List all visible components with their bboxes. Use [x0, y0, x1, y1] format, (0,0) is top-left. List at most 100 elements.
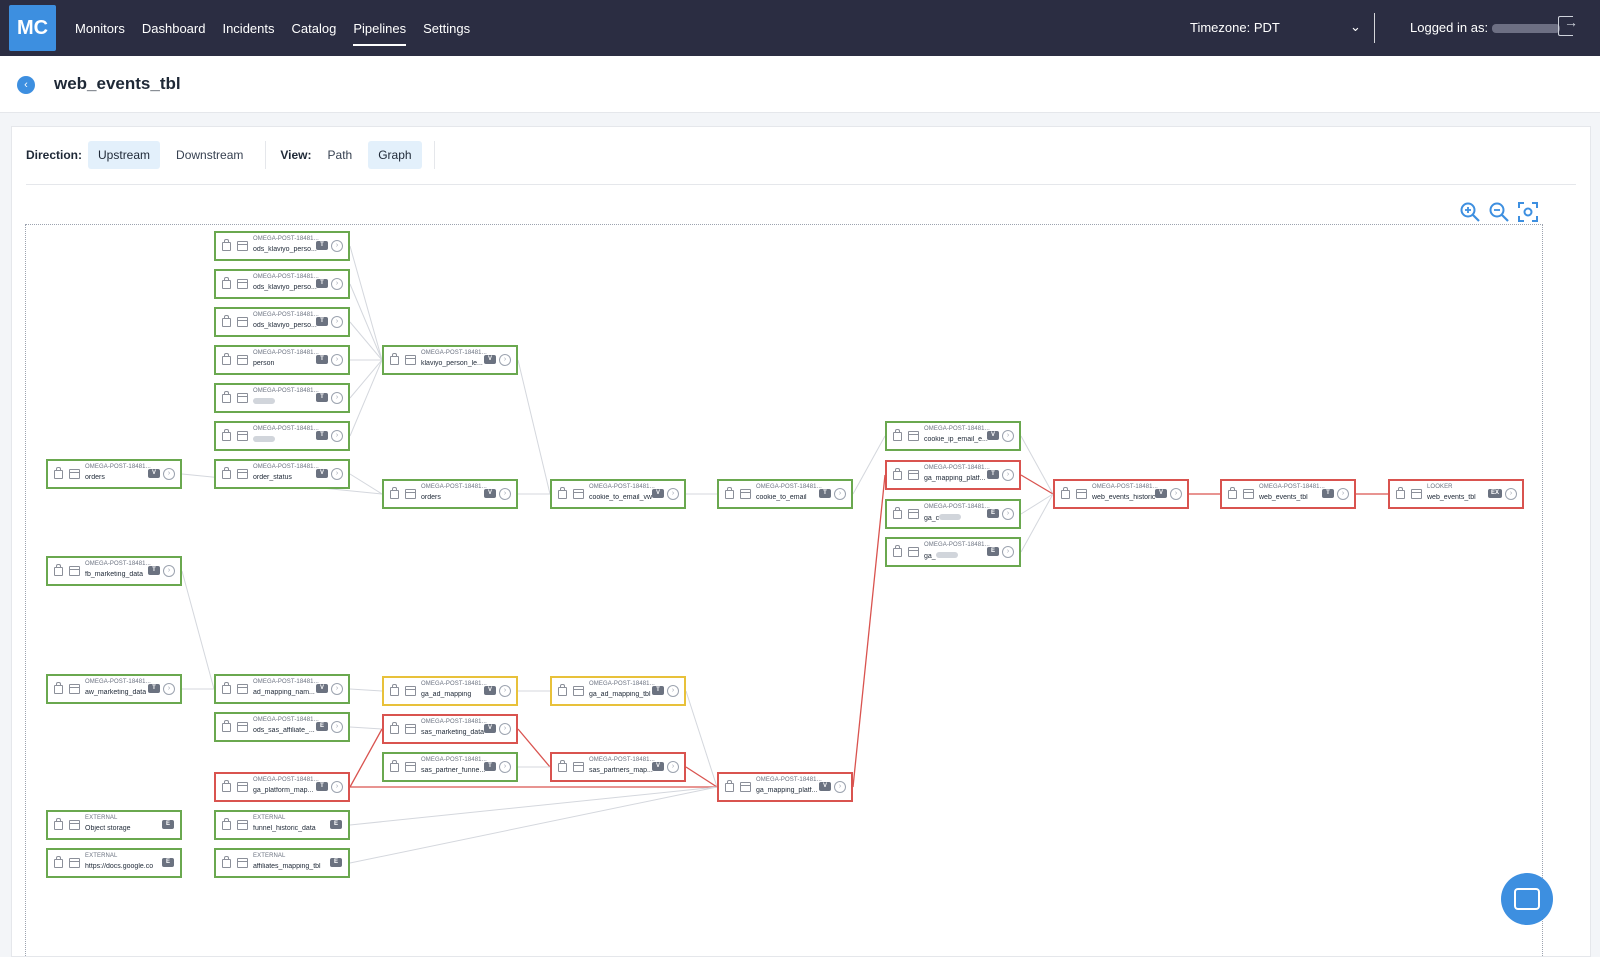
node-name: cookie_ip_email_e...	[924, 436, 988, 443]
nav-incidents[interactable]: Incidents	[222, 20, 275, 36]
expand-arrow-icon[interactable]: ›	[1002, 430, 1014, 442]
expand-arrow-icon[interactable]: ›	[1002, 469, 1014, 481]
main-nav: Monitors Dashboard Incidents Catalog Pip…	[75, 0, 487, 56]
expand-arrow-icon[interactable]: ›	[1337, 488, 1349, 500]
expand-arrow-icon[interactable]: ›	[667, 488, 679, 500]
lineage-node[interactable]: OMEGA-POST-18481...ods_klaviyo_perso...T…	[214, 269, 350, 299]
lineage-node[interactable]: OMEGA-POST-18481...ga_E›	[885, 537, 1021, 567]
nav-dashboard[interactable]: Dashboard	[141, 20, 206, 36]
expand-arrow-icon[interactable]: ›	[1002, 508, 1014, 520]
nav-monitors[interactable]: Monitors	[75, 20, 125, 36]
lineage-node[interactable]: OMEGA-POST-18481...ods_klaviyo_perso...T…	[214, 231, 350, 261]
expand-arrow-icon[interactable]: ›	[331, 354, 343, 366]
expand-arrow-icon[interactable]: ›	[499, 685, 511, 697]
lineage-edge-n20-n22	[181, 570, 215, 690]
expand-arrow-icon[interactable]: ›	[834, 488, 846, 500]
expand-arrow-icon[interactable]: ›	[1505, 488, 1517, 500]
lineage-node[interactable]: OMEGA-POST-18481...ga_mapping_platf...V›	[717, 772, 853, 802]
graph-view-button[interactable]: Graph	[368, 141, 422, 169]
expand-arrow-icon[interactable]: ›	[331, 240, 343, 252]
node-database: OMEGA-POST-18481...	[253, 312, 319, 318]
expand-arrow-icon[interactable]: ›	[499, 354, 511, 366]
lineage-node[interactable]: OMEGA-POST-18481...ods_klaviyo_perso...T…	[214, 307, 350, 337]
app-logo[interactable]: MC	[9, 5, 56, 51]
lineage-node[interactable]: OMEGA-POST-18481...T›	[214, 383, 350, 413]
table-icon	[237, 241, 248, 251]
expand-arrow-icon[interactable]: ›	[331, 683, 343, 695]
expand-arrow-icon[interactable]: ›	[163, 468, 175, 480]
expand-arrow-icon[interactable]: ›	[331, 781, 343, 793]
lineage-node[interactable]: OMEGA-POST-18481...sas_partners_map...V›	[550, 752, 686, 782]
zoom-in-icon[interactable]	[1459, 201, 1481, 223]
zoom-out-icon[interactable]	[1488, 201, 1510, 223]
lineage-node[interactable]: OMEGA-POST-18481...klaviyo_person_le...V…	[382, 345, 518, 375]
table-icon	[69, 684, 80, 694]
lock-icon	[558, 760, 567, 772]
expand-arrow-icon[interactable]: ›	[499, 488, 511, 500]
lineage-node[interactable]: OMEGA-POST-18481...cookie_ip_email_e...V…	[885, 421, 1021, 451]
expand-arrow-icon[interactable]: ›	[834, 781, 846, 793]
chat-support-button[interactable]	[1501, 873, 1553, 925]
expand-arrow-icon[interactable]: ›	[331, 468, 343, 480]
lock-icon	[222, 682, 231, 694]
expand-arrow-icon[interactable]: ›	[667, 761, 679, 773]
logout-icon[interactable]	[1558, 14, 1578, 36]
expand-arrow-icon[interactable]: ›	[331, 316, 343, 328]
lineage-edge-n22-n24	[349, 688, 383, 692]
nav-settings[interactable]: Settings	[423, 20, 471, 36]
downstream-button[interactable]: Downstream	[176, 148, 244, 162]
expand-arrow-icon[interactable]: ›	[667, 685, 679, 697]
node-type-badge: T	[819, 489, 831, 498]
back-arrow-icon[interactable]: ‹	[17, 76, 35, 94]
node-name: affiliates_mapping_tbl	[253, 863, 321, 870]
fit-to-screen-icon[interactable]	[1517, 201, 1539, 223]
expand-arrow-icon[interactable]: ›	[499, 761, 511, 773]
expand-arrow-icon[interactable]: ›	[331, 392, 343, 404]
expand-arrow-icon[interactable]: ›	[1170, 488, 1182, 500]
expand-arrow-icon[interactable]: ›	[1002, 546, 1014, 558]
table-icon	[237, 722, 248, 732]
expand-arrow-icon[interactable]: ›	[331, 278, 343, 290]
chevron-down-icon[interactable]: ⌄	[1350, 19, 1361, 34]
timezone-select[interactable]: Timezone: PDT	[1190, 20, 1280, 35]
lock-icon	[222, 818, 231, 830]
nav-catalog[interactable]: Catalog	[291, 20, 337, 36]
lineage-node[interactable]: OMEGA-POST-18481...ga_mapping_platf...T›	[885, 460, 1021, 490]
expand-arrow-icon[interactable]: ›	[163, 683, 175, 695]
lineage-edge-n13-n17	[1020, 435, 1054, 495]
lineage-node[interactable]: OMEGA-POST-18481...ad_mapping_nam...V›	[214, 674, 350, 704]
nav-pipelines[interactable]: Pipelines	[353, 17, 406, 46]
lineage-node[interactable]: OMEGA-POST-18481...ods_sas_affiliate_...…	[214, 712, 350, 742]
lineage-node[interactable]: OMEGA-POST-18481...sas_partner_funne...T…	[382, 752, 518, 782]
node-database: EXTERNAL	[85, 853, 118, 859]
expand-arrow-icon[interactable]: ›	[331, 721, 343, 733]
expand-arrow-icon[interactable]: ›	[499, 723, 511, 735]
expand-arrow-icon[interactable]: ›	[331, 430, 343, 442]
lineage-node[interactable]: OMEGA-POST-18481...T›	[214, 421, 350, 451]
expand-arrow-icon[interactable]: ›	[163, 565, 175, 577]
table-icon	[573, 489, 584, 499]
lineage-graph-canvas[interactable]: OMEGA-POST-18481...ods_klaviyo_perso...T…	[25, 224, 1543, 956]
path-view-button[interactable]: Path	[327, 148, 353, 162]
upstream-button[interactable]: Upstream	[88, 141, 161, 169]
lineage-node[interactable]: OMEGA-POST-18481...ga_platform_map...T›	[214, 772, 350, 802]
